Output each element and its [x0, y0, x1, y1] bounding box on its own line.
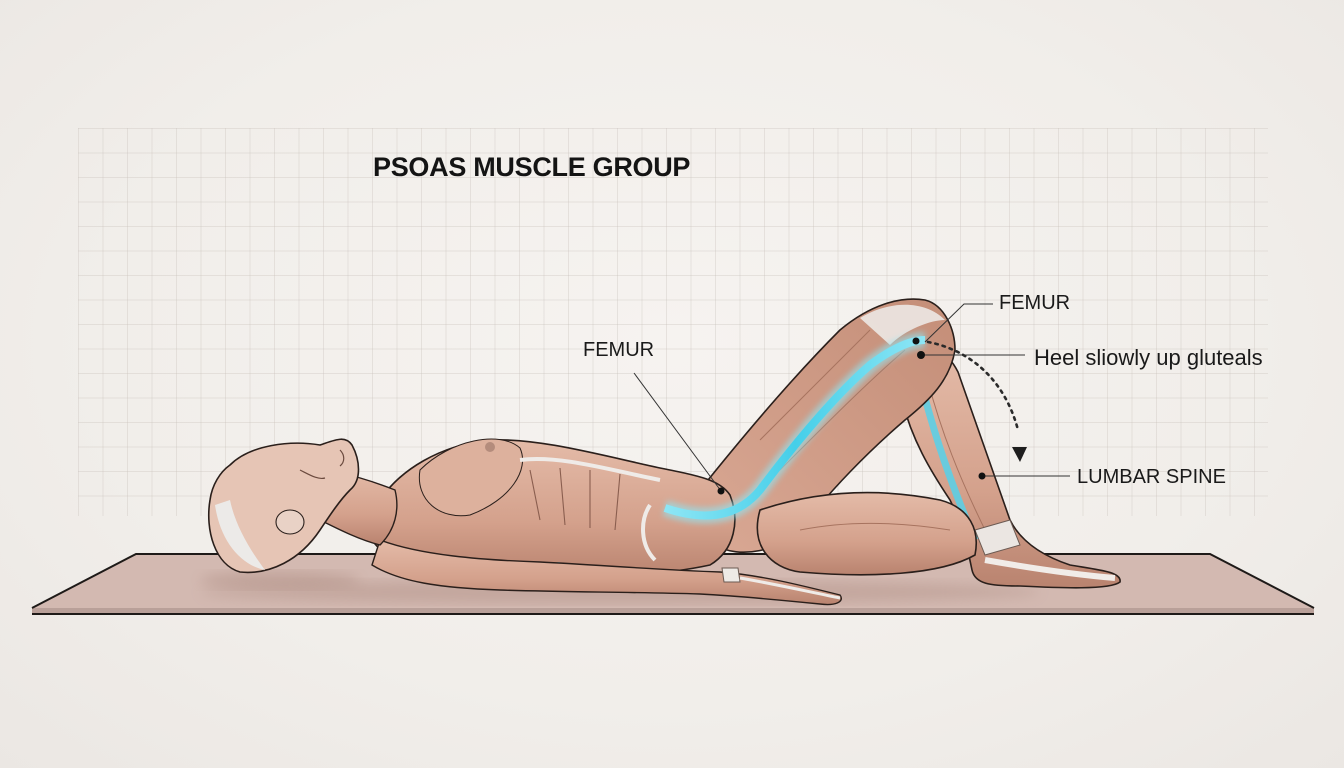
callout-lines	[633, 303, 1070, 492]
label-femur-right: FEMUR	[999, 292, 1071, 314]
diagram-title: PSOAS MUSCLE GROUP	[373, 152, 691, 182]
extended-leg	[756, 491, 977, 576]
head	[208, 438, 398, 574]
arm	[371, 539, 842, 606]
torso	[368, 438, 736, 579]
label-lumbar-spine: LUMBAR SPINE	[1077, 466, 1226, 488]
motion-arrow-icon	[926, 340, 1027, 462]
callout-dots	[717, 337, 986, 495]
label-heel-instruction: Heel sliowly up gluteals	[1034, 345, 1263, 370]
label-femur-left: FEMUR	[583, 339, 655, 361]
